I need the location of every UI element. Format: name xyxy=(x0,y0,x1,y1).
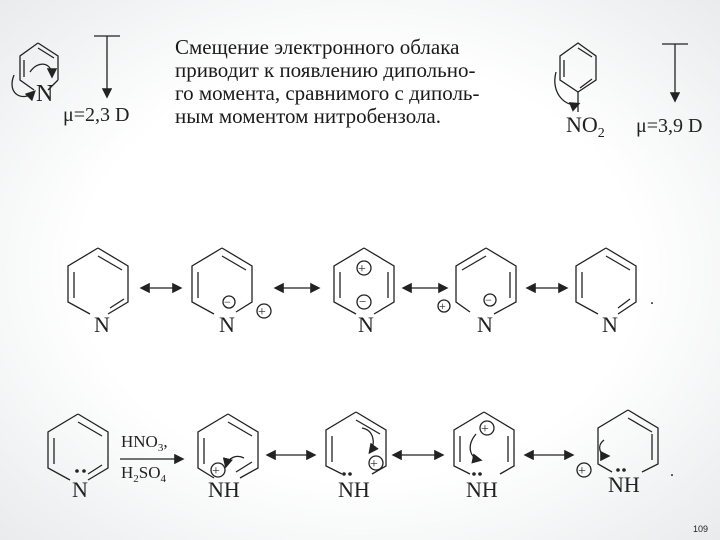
svg-text:HNO3,: HNO3, xyxy=(121,432,168,454)
svg-text:NH: NH xyxy=(608,472,640,497)
resonance-structure-4: + − N xyxy=(437,247,517,337)
svg-text:N: N xyxy=(219,312,235,337)
nitrobenzene-structure: NO2 xyxy=(554,42,605,141)
svg-text:NH: NH xyxy=(338,477,370,502)
svg-text:+: + xyxy=(370,457,378,472)
svg-text:N: N xyxy=(72,477,88,502)
pyridinium-structure-4: + NH . xyxy=(576,409,674,497)
resonance-structure-3: + − N xyxy=(333,247,395,337)
reagent-h2so4: H xyxy=(121,463,133,482)
svg-text:−: − xyxy=(224,295,231,309)
pyridinium-structure-2: + NH xyxy=(325,411,387,502)
svg-text:N: N xyxy=(94,312,110,337)
svg-text:+: + xyxy=(481,422,489,437)
svg-text:+: + xyxy=(578,464,586,479)
text-line-1: Смещение электронного облака xyxy=(175,35,460,59)
svg-text:.: . xyxy=(650,291,654,308)
resonance-structure-1: N xyxy=(67,247,129,337)
resonance-structure-2: N − + xyxy=(191,247,272,337)
text-line-3: го момента, сравнимого с диполь- xyxy=(175,81,480,105)
svg-text:+: + xyxy=(439,299,446,313)
nitrobenzene-dipole-arrow xyxy=(662,43,688,103)
pyridinium-structure-3: + NH xyxy=(453,411,515,502)
svg-text:N: N xyxy=(477,312,493,337)
svg-text:N: N xyxy=(602,312,618,337)
pyridine-dipole-structure: N xyxy=(11,42,59,107)
svg-text:NH: NH xyxy=(208,477,240,502)
svg-text:N: N xyxy=(358,312,374,337)
nitro-group-subscript: 2 xyxy=(598,126,605,141)
explanation-text: Смещение электронного облака приводит к … xyxy=(175,36,535,128)
svg-text:NO2: NO2 xyxy=(566,112,605,141)
svg-text:−: − xyxy=(485,293,492,307)
svg-text:+: + xyxy=(258,305,266,320)
reagent-hno3: HNO xyxy=(121,432,158,451)
page-number: 109 xyxy=(693,524,709,534)
pyridine-dipole-arrow xyxy=(94,35,120,99)
pyridine-moment: μ=2,3 D xyxy=(63,104,129,126)
resonance-structure-5: N . xyxy=(575,247,654,337)
text-line-4: ным моментом нитробензола. xyxy=(175,104,441,128)
text-line-2: приводит к появлению дипольно- xyxy=(175,58,476,82)
nitrobenzene-moment: μ=3,9 D xyxy=(636,115,702,137)
nitro-group-label: NO xyxy=(566,112,598,137)
svg-text:NH: NH xyxy=(466,477,498,502)
svg-text:.: . xyxy=(670,463,674,480)
svg-text:−: − xyxy=(359,294,366,309)
pyridinium-structure-1: + NH xyxy=(197,413,259,502)
svg-text:H2SO4: H2SO4 xyxy=(121,463,167,485)
pyridine-n-label: N xyxy=(36,81,53,107)
reagent-conditions: HNO3, H2SO4 xyxy=(120,432,185,485)
svg-text:+: + xyxy=(358,262,366,277)
svg-text:+: + xyxy=(212,464,220,479)
pyridine-reactant: N xyxy=(47,413,109,502)
